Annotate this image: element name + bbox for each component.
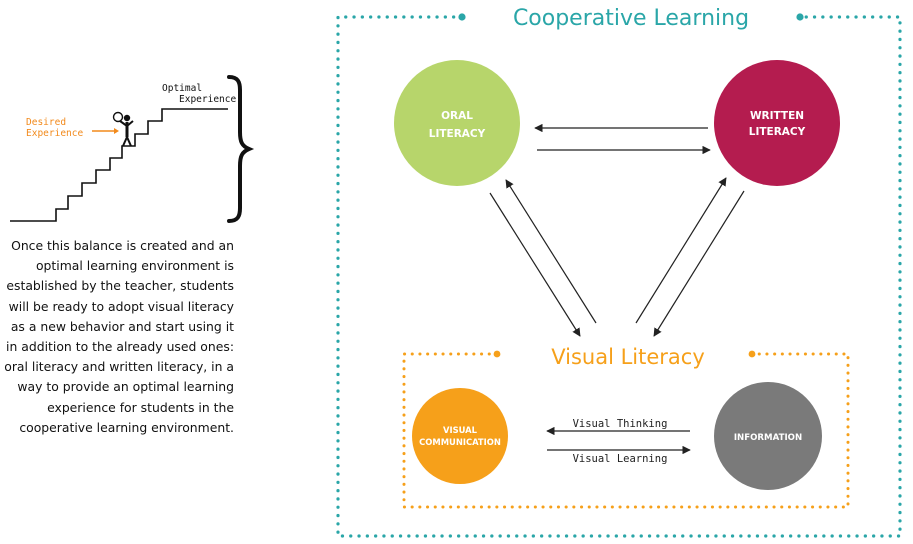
oral-literacy-circle <box>394 60 520 186</box>
visual-communication-circle <box>412 388 508 484</box>
staircase-illustration: Desired Experience Optimal Experience <box>10 75 255 223</box>
node-written-literacy: WRITTEN LITERACY <box>714 60 840 186</box>
oral-literacy-label-line1: ORAL <box>441 110 473 122</box>
visual-frame-dot-right <box>748 350 756 358</box>
visual-literacy-title: Visual Literacy <box>551 345 705 369</box>
node-information: INFORMATION <box>714 382 822 490</box>
cooperative-title: Cooperative Learning <box>513 6 749 31</box>
person-icon <box>112 111 134 147</box>
written-literacy-label-line1: WRITTEN <box>750 110 804 122</box>
optimal-label-line2: Experience <box>179 94 236 105</box>
node-visual-communication: VISUAL COMMUNICATION <box>412 388 508 484</box>
desired-pointer-head <box>114 128 119 134</box>
explanation-text: Once this balance is created and an opti… <box>4 238 234 435</box>
visual-frame-dot-left <box>493 350 501 358</box>
visual-communication-label-line1: VISUAL <box>443 425 478 435</box>
visual-communication-label-line2: COMMUNICATION <box>419 437 501 447</box>
arrow-visual-to-written <box>635 177 727 324</box>
information-label: INFORMATION <box>734 433 802 443</box>
desired-label-line2: Experience <box>26 128 83 139</box>
oral-literacy-label-line2: LITERACY <box>429 128 486 140</box>
cooperative-frame-dot-left <box>458 13 466 21</box>
desired-label-line1: Desired <box>26 117 66 128</box>
cooperative-frame-dot-right <box>796 13 804 21</box>
node-oral-literacy: ORAL LITERACY <box>394 60 520 186</box>
staircase-steps <box>10 108 228 222</box>
visual-learning-label: Visual Learning <box>573 453 668 465</box>
arrow-visual-to-oral <box>505 179 597 324</box>
information-circle <box>714 382 822 490</box>
arrow-written-to-visual <box>653 190 745 337</box>
visual-thinking-label: Visual Thinking <box>573 418 668 430</box>
optimal-label-line1: Optimal <box>162 83 202 94</box>
curly-brace <box>227 75 255 223</box>
arrow-oral-to-visual <box>489 192 581 337</box>
written-literacy-label-line2: LITERACY <box>749 126 806 138</box>
visual-literacy-frame <box>402 352 850 509</box>
written-literacy-circle <box>714 60 840 186</box>
